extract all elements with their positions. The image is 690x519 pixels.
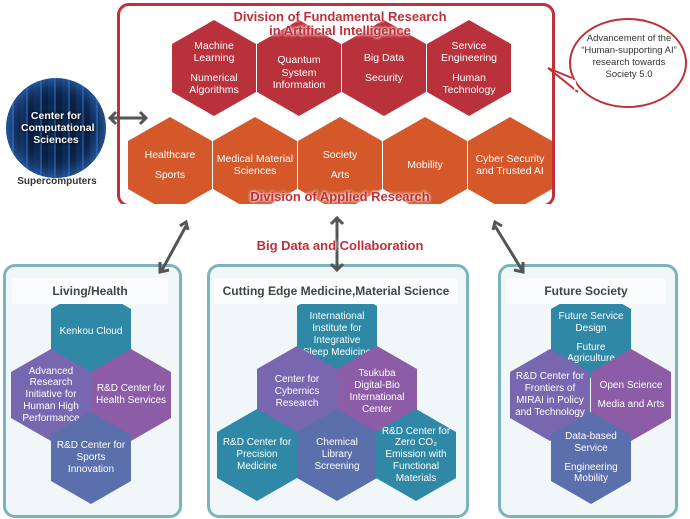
supercomputer-image: Center for Computational Sciences	[6, 78, 106, 178]
hex-label: Human Technology	[442, 71, 496, 96]
hex-sports-innovation: R&D Center for Sports Innovation	[51, 412, 131, 504]
hex-label: Quantum System Information	[272, 54, 326, 92]
hex-label: Machine Learning	[193, 39, 235, 65]
hex-label: Future Service Design	[558, 310, 624, 334]
hex-medical-material: Medical Material Sciences	[213, 117, 297, 213]
hex-label: Open Science	[599, 379, 663, 391]
fundamental-title-line2: in Artificial Intelligence	[269, 23, 411, 38]
hex-label: Chemical Library Screening	[314, 437, 360, 472]
hex-label: International Institute for Integrative …	[302, 311, 372, 358]
speech-bubble-text: Advancement of the “Human-supporting AI”…	[581, 33, 677, 80]
hex-label: Center for Cybernics Research	[274, 374, 320, 409]
hex-cyber-security: Cyber Security and Trusted AI	[468, 117, 552, 213]
living-title: Living/Health	[12, 278, 168, 304]
hex-quantum: Quantum System Information	[257, 20, 341, 116]
hex-label: Cyber Security and Trusted AI	[475, 152, 545, 177]
hex-label: Data-based Service	[565, 430, 617, 454]
future-title: Future Society	[506, 278, 666, 304]
hex-label: Engineering Mobility	[564, 461, 618, 485]
hex-label: Media and Arts	[597, 398, 665, 410]
collaboration-label: Big Data and Collaboration	[256, 238, 424, 253]
hex-label: R&D Center for Health Services	[95, 383, 167, 406]
hex-label: Kenkou Cloud	[59, 326, 123, 338]
hex-label: Numerical Algorithms	[189, 71, 239, 96]
hex-label: Medical Material Sciences	[216, 152, 294, 177]
hex-label: Arts	[330, 168, 350, 181]
hex-label: Future Agriculture	[567, 341, 615, 365]
fundamental-title-line1: Division of Fundamental Research	[233, 9, 447, 24]
applied-title: Division of Applied Research	[250, 189, 430, 204]
hex-label: Security	[365, 71, 403, 84]
hex-label: Sports	[154, 168, 186, 181]
computational-sciences-label: Center for Computational Sciences	[21, 110, 95, 146]
supercomputers-caption: Supercomputers	[17, 176, 97, 187]
hex-precision-medicine: R&D Center for Precision Medicine	[217, 409, 297, 501]
hex-label: Service Engineering	[440, 39, 498, 65]
hex-mobility: Mobility	[383, 117, 467, 213]
hex-label: R&D Center for Sports Innovation	[56, 440, 126, 475]
hex-label: Society	[322, 149, 358, 162]
hex-label: Big Data	[363, 52, 405, 65]
hex-label: R&D Center for Zero CO₂ Emission with Fu…	[381, 425, 451, 484]
hex-label: Mobility	[407, 158, 443, 171]
hex-label: Healthcare	[144, 149, 196, 162]
hex-label: R&D Center for Frontiers of MIRAI in Pol…	[515, 371, 585, 418]
hex-label: Advanced Research Initiative for Human H…	[22, 365, 80, 424]
hex-label: Tsukuba Digital-Bio International Center	[349, 368, 405, 415]
hex-chemical-library: Chemical Library Screening	[297, 409, 377, 501]
hex-label: R&D Center for Precision Medicine	[222, 437, 292, 472]
frame-mask	[120, 204, 550, 224]
cutting-title: Cutting Edge Medicine,Material Science	[214, 278, 458, 304]
hex-zero-co2: R&D Center for Zero CO₂ Emission with Fu…	[376, 409, 456, 501]
